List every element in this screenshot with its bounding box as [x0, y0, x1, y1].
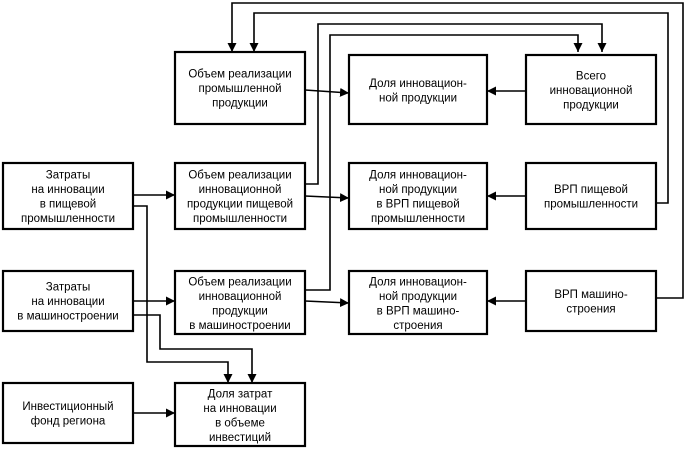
label-grp-food: ВРП пищевой промышленности	[544, 184, 638, 211]
arrow-volume-machine-to-share	[304, 298, 350, 308]
label-line: инновационной	[199, 291, 282, 303]
label-line: в ВРП машино-	[377, 305, 460, 317]
box-grp-food	[524, 161, 658, 231]
label-line: продукции	[212, 305, 268, 317]
box-costs-food	[1, 161, 135, 231]
label-line: на инновации	[31, 296, 104, 308]
label-line: ной продукции	[379, 92, 457, 104]
line-grp-food-to-volume-industrial	[249, 12, 669, 204]
label-grp-machine: ВРП машино-строения	[554, 289, 627, 316]
label-total-innovative: Всего инновационной продукции	[550, 71, 633, 112]
box-grp-machine	[524, 269, 658, 333]
label-line: Всего	[576, 71, 606, 83]
label-share-innov-grp-machine: Доля инновацион-ной продукции в ВРП машин…	[369, 276, 467, 332]
label-line: Затраты	[46, 169, 90, 181]
box-share-costs-investment	[173, 381, 307, 448]
label-line: фонд региона	[31, 415, 106, 427]
label-line: Доля затрат	[208, 388, 273, 400]
connectors	[133, 2, 684, 418]
label-line: на инновации	[203, 403, 276, 415]
label-volume-innov-machine: Объем реализации инновационной продукции в …	[188, 276, 291, 332]
label-line: в ВРП пищевой	[376, 198, 459, 210]
box-share-innov-grp-machine	[347, 269, 489, 336]
label-line: промышленности	[371, 213, 465, 225]
box-volume-innov-machine	[173, 269, 307, 336]
label-line: продукции пищевой	[187, 198, 293, 210]
label-line: Инвестиционный	[22, 401, 113, 413]
label-line: строения	[393, 320, 442, 332]
label-line: ной продукции	[379, 291, 457, 303]
label-line: в машиностроении	[17, 311, 118, 323]
label-investment-fund: Инвестиционный фонд региона	[22, 401, 113, 428]
label-line: продукции	[563, 100, 619, 112]
label-line: в машиностроении	[189, 320, 290, 332]
label-line: на инновации	[31, 184, 104, 196]
label-line: промышленной	[198, 83, 281, 95]
label-line: Доля инновацион-	[369, 276, 467, 288]
box-investment-fund	[1, 381, 135, 445]
label-line: инновационной	[550, 85, 633, 97]
label-line: в пищевой	[40, 198, 96, 210]
label-line: промышленности	[544, 198, 638, 210]
label-line: Доля инновацион-	[369, 169, 467, 181]
label-line: ной продукции	[379, 184, 457, 196]
label-line: ВРП машино-	[554, 289, 627, 301]
line-costs-food-to-share-costs	[133, 205, 233, 383]
box-share-innovative	[347, 53, 489, 126]
label-volume-industrial: Объем реализации промышленной продукции	[188, 69, 291, 110]
box-total-innovative	[524, 53, 658, 126]
label-share-innov-grp-food: Доля инновацион-ной продукции в ВРП пищев…	[369, 169, 467, 225]
arrow-volume-to-share	[304, 87, 350, 97]
boxes	[1, 50, 658, 448]
line-grp-machine-to-volume-industrial	[227, 2, 684, 299]
label-line: Объем реализации	[188, 69, 291, 81]
label-line: Объем реализации	[188, 169, 291, 181]
label-costs-machine: Затраты на инновации в машиностроении	[17, 282, 118, 323]
label-line: инвестиций	[209, 432, 271, 444]
label-share-innovative: Доля инновацион-ной продукции	[369, 78, 467, 105]
arrow-volume-food-to-share	[304, 193, 350, 203]
label-line: Затраты	[46, 282, 90, 294]
box-volume-innov-food	[173, 161, 307, 231]
box-share-innov-grp-food	[347, 161, 489, 231]
label-line: строения	[566, 303, 615, 315]
line-volume-machine-to-total	[305, 34, 583, 291]
label-line: промышленности	[21, 213, 115, 225]
label-share-costs-investment: Доля затрат на инновации в объеме инвестици…	[203, 388, 276, 444]
line-costs-machine-to-share-costs	[133, 314, 257, 383]
line-volume-food-to-total	[305, 23, 607, 185]
label-line: ВРП пищевой	[554, 184, 628, 196]
label-costs-food: Затраты на инновации в пищевой промышленнос…	[21, 169, 115, 225]
label-volume-innov-food: Объем реализации инновационной продукции п…	[187, 169, 293, 225]
box-volume-industrial	[173, 50, 307, 126]
label-line: продукции	[212, 98, 268, 110]
label-line: Объем реализации	[188, 276, 291, 288]
label-line: промышленности	[193, 213, 287, 225]
label-line: в объеме	[215, 417, 265, 429]
box-costs-machine	[1, 269, 135, 333]
label-line: инновационной	[199, 184, 282, 196]
label-line: Доля инновацион-	[369, 78, 467, 90]
labels: Объем реализации промышленной продукции До…	[17, 69, 638, 444]
